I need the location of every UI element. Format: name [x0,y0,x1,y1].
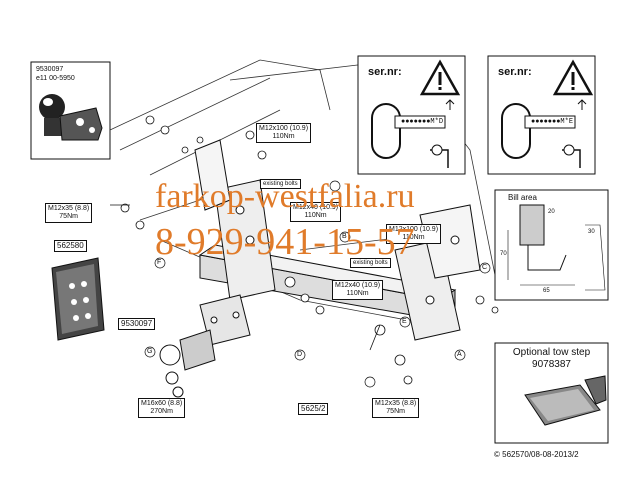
sernr-code-2: ●●●●●●●M*E [531,118,574,126]
torque-label-m12x100-right: M12x100 (10.9) 110Nm [386,224,442,244]
optional-step-part-no: 9078387 [532,359,571,370]
torque-label-m12x100-top: M12x100 (10.9) 110Nm [256,123,312,143]
part-label-9530097: 9530097 [118,318,156,330]
bill-area-dim-70: 70 [500,251,507,257]
bill-area-diagram [494,189,609,301]
bolt-size: M12x35 (8.8) [48,205,90,212]
sernr-title-2: ser.nr: [498,66,532,78]
bolt-torque: 110Nm [304,212,327,219]
callout-letter-d: D [297,351,303,358]
optional-step-title: Optional tow step [512,347,591,358]
sernr-title-1: ser.nr: [368,66,402,78]
bolt-size: M12x40 (10.9) [293,204,339,211]
bolt-torque: 75Nm [386,408,405,415]
torque-label-m12x35-left: M12x35 (8.8) 75Nm [45,203,93,223]
torque-label-m16x60: M16x60 (8.8) 270Nm [138,398,186,418]
sernr-panel-1 [357,55,466,175]
bill-area-dim-20: 20 [548,209,555,215]
bolt-size: M12x100 (10.9) [389,226,439,233]
bolt-size: M16x60 (8.8) [141,400,183,407]
bolt-torque: 75Nm [59,213,78,220]
sernr-code-1: ●●●●●●●M*D [401,118,444,126]
watermark-site: farkop-westfalia.ru [155,178,415,215]
callout-letter-b: B [342,233,347,240]
bolt-size: M12x100 (10.9) [259,125,309,132]
sernr-panel-2 [487,55,596,175]
left-bracket [194,139,276,301]
bill-area-dim-65: 65 [543,288,550,294]
callout-letter-f: F [157,259,162,266]
bolt-size: M12x35 (8.8) [375,400,417,407]
footer-copyright: © 562570/08-08-2013/2 [494,450,579,459]
right-bracket [394,204,481,341]
tow-ball-stalk [159,329,216,398]
tow-plate [199,294,251,346]
callout-letter-c: C [482,264,488,271]
watermark-phone: 8-929-941-15-57 [155,221,415,263]
mounting-plate-icon [51,257,105,341]
callout-letter-g: G [147,348,153,355]
bill-area-title: Bill area [508,193,537,202]
letter-callouts [144,180,491,388]
torque-label-m12x40-mid: M12x40 (10.9) 110Nm [290,202,342,222]
callout-letter-e: E [402,318,407,325]
bolt-torque: 110Nm [272,133,295,140]
bolt-torque: 110Nm [402,234,425,241]
bolts [110,115,499,385]
torque-label-m12x40-lower: M12x40 (10.9) 110Nm [332,280,384,300]
callout-letter-a: A [457,351,462,358]
bill-area-dim-30: 30 [588,229,595,235]
bolt-torque: 110Nm [346,290,369,297]
existing-bolts-label-1: existing bolts [260,179,301,189]
existing-bolts-label-2: existing bolts [350,258,391,268]
part-label-56252: 5625/2 [298,403,329,415]
torque-label-m12x35-bottom: M12x35 (8.8) 75Nm [372,398,420,418]
approval-number: e11 00-5950 [36,75,75,82]
tow-ball-icon [39,94,103,141]
part-label-562580: 562580 [54,240,87,252]
bolt-size: M12x40 (10.9) [335,282,381,289]
part-number: 9530097 [36,66,64,73]
bolt-torque: 270Nm [150,408,173,415]
optional-tow-step-diagram [494,342,609,444]
